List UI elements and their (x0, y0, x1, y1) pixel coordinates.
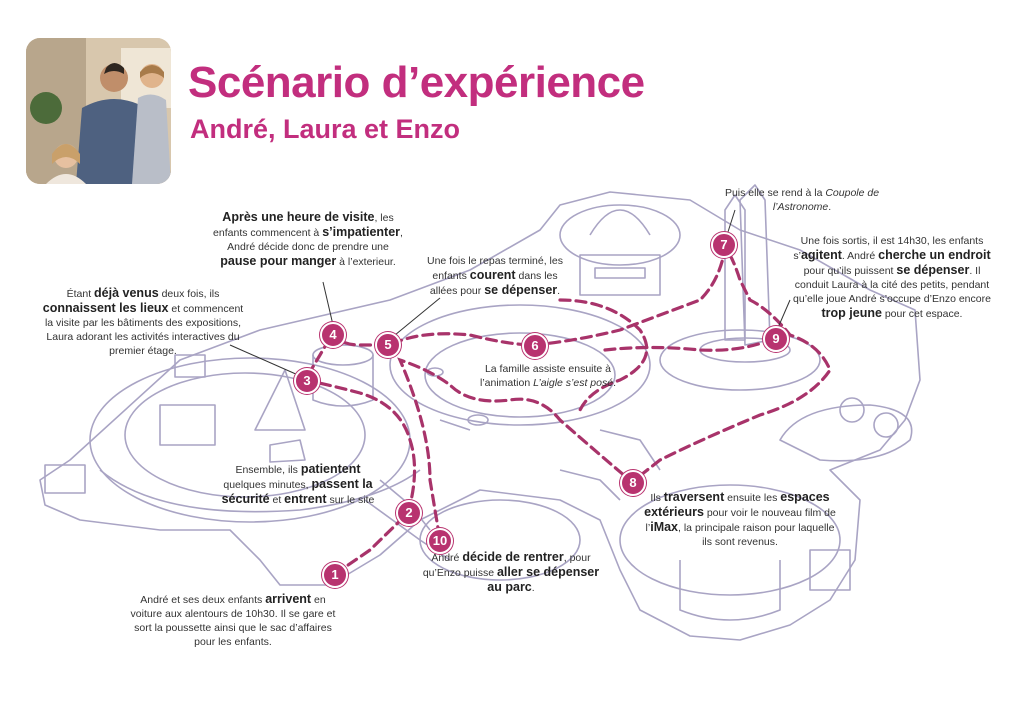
caption-text: Ils (650, 492, 664, 504)
caption-text: agitent (800, 248, 842, 262)
caption-text: , André décide donc de prendre une (227, 227, 403, 253)
caption-text: traversent (663, 490, 725, 504)
step-caption-8: Ils traversent ensuite les espaces extér… (640, 490, 840, 549)
caption-text: Ensemble, ils (235, 464, 301, 476)
caption-text: espaces extérieurs (644, 490, 830, 519)
caption-text: connaissent les lieux (42, 301, 169, 315)
caption-text: et commencent la visite par les bâtiment… (44, 303, 244, 357)
step-caption-5: Une fois le repas terminé, les enfants c… (420, 254, 570, 298)
caption-text: arrivent (265, 592, 312, 606)
leader-lines (229, 209, 791, 376)
caption-text: André et ses deux enfants (140, 594, 266, 606)
caption-text: déjà venus (94, 286, 159, 300)
step-caption-1: André et ses deux enfants arrivent en vo… (128, 592, 338, 649)
caption-text: iMax (650, 520, 679, 534)
caption-text: trop jeune (821, 306, 882, 320)
caption-text: , les enfants commencent à (213, 212, 394, 239)
caption-text: à l’exterieur. (336, 256, 396, 268)
caption-text: se dépenser (896, 263, 970, 277)
caption-text: s’impatienter (322, 225, 401, 239)
caption-text: . (557, 285, 561, 297)
caption-text: aller se dépenser au parc (487, 565, 600, 594)
caption-text: André (431, 552, 463, 564)
step-caption-2: Ensemble, ils patientent quelques minute… (218, 462, 378, 507)
step-marker-3[interactable]: 3 (294, 368, 320, 394)
family-photo-illustration (26, 38, 171, 184)
map-outline (39, 184, 921, 641)
caption-text: , pour qu’Enzo puisse (422, 552, 591, 579)
caption-text: quelques minutes, (223, 479, 312, 491)
caption-text: passent la sécurité (221, 477, 373, 506)
step-marker-2[interactable]: 2 (396, 500, 422, 526)
caption-text: La famille assiste ensuite à l’animation (479, 363, 612, 389)
caption-text: . André (841, 250, 879, 262)
page-title: Scénario d’expérience (188, 58, 645, 107)
step-caption-6: La famille assiste ensuite à l’animation… (468, 362, 628, 390)
caption-text: . (613, 377, 617, 389)
caption-text: . (828, 201, 832, 213)
caption-text: patientent (300, 462, 361, 476)
caption-text: Après une heure de visite (222, 210, 375, 224)
caption-text: Coupole de l’Astronome (772, 187, 880, 213)
step-marker-4[interactable]: 4 (320, 322, 346, 348)
caption-text: Étant (66, 288, 95, 300)
caption-text: L’aigle s’est posé (533, 377, 614, 389)
caption-text: courent (469, 268, 516, 282)
step-marker-7[interactable]: 7 (711, 232, 737, 258)
caption-text: entrent (284, 492, 327, 506)
step-marker-5[interactable]: 5 (375, 332, 401, 358)
caption-text: sur le site (326, 494, 375, 506)
step-marker-10[interactable]: 10 (427, 528, 453, 554)
caption-text: . Il conduit Laura à la cité des petits,… (793, 265, 991, 305)
caption-text: Une fois sortis, il est 14h30, les enfan… (793, 235, 984, 262)
caption-text: pour cet espace. (881, 308, 963, 320)
caption-text: , la principale raison pour laquelle ils… (678, 522, 835, 548)
caption-text: ensuite les (724, 492, 781, 504)
caption-text: cherche un endroit (878, 248, 991, 262)
caption-text: dans les allées pour (429, 270, 558, 297)
step-caption-3: Étant déjà venus deux fois, ils connaiss… (38, 286, 248, 358)
caption-text: en voiture aux alentours de 10h30. Il se… (130, 594, 336, 648)
step-marker-8[interactable]: 8 (620, 470, 646, 496)
caption-text: se dépenser (484, 283, 558, 297)
step-caption-9: Une fois sortis, il est 14h30, les enfan… (792, 234, 992, 321)
step-caption-7: Puis elle se rend à la Coupole de l’Astr… (718, 186, 886, 214)
caption-text: décide de rentrer (462, 550, 564, 564)
page-subtitle: André, Laura et Enzo (190, 114, 461, 144)
caption-text: deux fois, ils (158, 288, 220, 300)
caption-text: Puis elle se rend à la (724, 187, 826, 199)
family-photo (26, 38, 171, 184)
caption-text: pour qu’ils puissent (803, 265, 897, 277)
caption-text: et (269, 494, 285, 506)
step-caption-10: André décide de rentrer, pour qu’Enzo pu… (422, 550, 600, 595)
step-caption-4: Après une heure de visite, les enfants c… (208, 210, 408, 269)
caption-text: pour voir le nouveau film de l’ (645, 507, 836, 534)
caption-text: Une fois le repas terminé, les enfants (427, 255, 563, 282)
step-marker-6[interactable]: 6 (522, 333, 548, 359)
caption-text: pause pour manger (220, 254, 337, 268)
step-marker-9[interactable]: 9 (763, 326, 789, 352)
caption-text: . (531, 582, 535, 594)
step-marker-1[interactable]: 1 (322, 562, 348, 588)
